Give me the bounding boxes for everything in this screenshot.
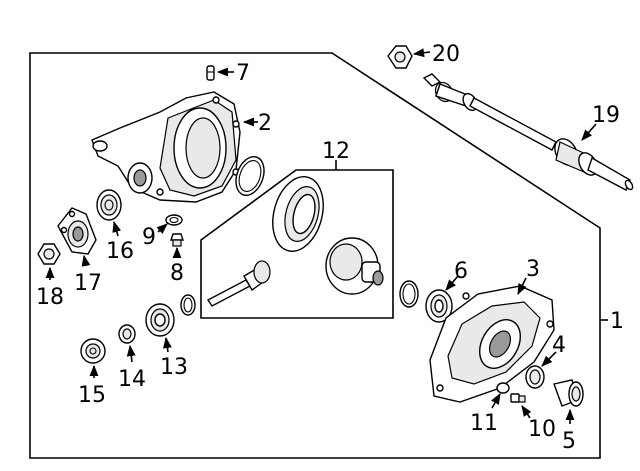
callout-5: 5 [562,408,576,454]
callout-label-16: 16 [106,239,134,264]
bearing-15[interactable] [80,338,106,364]
spacer-14[interactable] [118,324,136,344]
seal-16[interactable] [96,189,122,221]
callout-label-13: 13 [160,355,188,380]
callout-14: 14 [118,344,146,392]
callout-label-12: 12 [322,139,350,164]
callout-label-15: 15 [78,383,106,408]
ring-gear[interactable] [265,171,331,257]
housing-o-ring[interactable] [231,153,269,199]
callout-1: 1 [610,309,624,334]
callout-label-2: 2 [258,111,272,136]
o-ring-11[interactable] [496,382,510,394]
callout-7: 7 [216,61,250,86]
bearing-13[interactable] [145,303,175,337]
callout-11: 11 [470,393,501,436]
callout-label-3: 3 [526,257,540,282]
callout-label-1: 1 [610,309,624,334]
callout-16: 16 [106,220,134,264]
assembly-frame [29,52,601,459]
axle-seal-4[interactable] [525,365,545,389]
callout-label-8: 8 [170,261,184,286]
differential-case[interactable] [325,237,384,295]
callout-label-10: 10 [528,417,556,442]
callout-label-19: 19 [592,103,620,128]
callout-label-7: 7 [236,61,250,86]
washer-9[interactable] [165,214,183,226]
callout-18: 18 [36,266,64,310]
callout-8: 8 [170,246,184,286]
subassembly-frame-12 [200,169,394,319]
side-bearing-6[interactable] [425,289,453,323]
output-flange-5[interactable] [553,379,584,407]
axle-shaft-19[interactable] [422,73,634,191]
callout-label-11: 11 [470,411,498,436]
callout-3: 3 [517,257,540,296]
callout-label-18: 18 [36,285,64,310]
plug-10[interactable] [510,393,526,403]
callout-label-4: 4 [552,333,566,358]
callout-label-6: 6 [454,259,468,284]
callout-label-14: 14 [118,367,146,392]
plug-8[interactable] [170,233,184,247]
companion-flange-17[interactable] [57,207,97,255]
callout-label-17: 17 [74,271,102,296]
callout-label-20: 20 [432,42,460,67]
callout-label-9: 9 [142,225,156,250]
callout-13: 13 [160,336,188,380]
callout-2: 2 [242,111,272,136]
breather-vent[interactable] [206,65,215,81]
callout-9: 9 [142,223,168,250]
drive-pinion[interactable] [206,260,271,307]
shim-ring[interactable] [180,294,196,316]
callout-label-5: 5 [562,429,576,454]
callout-17: 17 [74,254,102,296]
callout-19: 19 [581,103,620,141]
callout-15: 15 [78,364,106,408]
axle-nut-20[interactable] [387,45,413,69]
callout-20: 20 [412,42,460,67]
nut-18[interactable] [37,243,61,265]
callout-12: 12 [322,139,350,164]
callout-10: 10 [521,405,556,442]
rear-cover[interactable] [429,285,555,403]
callout-4: 4 [541,333,566,367]
carrier-housing[interactable] [91,91,241,203]
callout-6: 6 [445,259,468,291]
